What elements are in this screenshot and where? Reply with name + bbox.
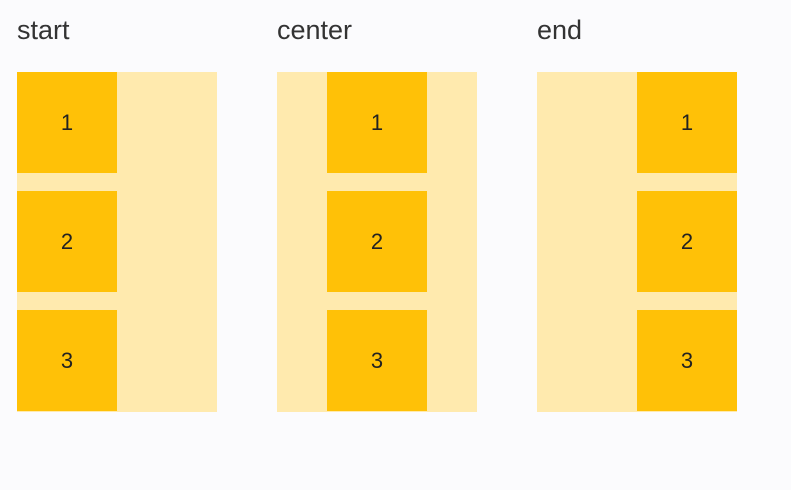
flex-item-label: 1: [370, 109, 384, 135]
column-label-end: end: [537, 15, 583, 45]
flex-item: 1: [17, 72, 117, 173]
flex-item: 2: [327, 191, 427, 292]
flex-item: 2: [637, 191, 737, 292]
flex-container-center: 1 2 3: [277, 72, 477, 412]
flex-item: 2: [17, 191, 117, 292]
flex-item-label: 3: [680, 347, 694, 373]
flex-item: 3: [327, 310, 427, 411]
flex-item: 1: [637, 72, 737, 173]
flex-item-label: 3: [370, 347, 384, 373]
flex-item-label: 1: [60, 109, 74, 135]
flex-item-label: 2: [370, 228, 384, 254]
flex-item-label: 3: [60, 347, 74, 373]
flex-item: 3: [17, 310, 117, 411]
flex-item-label: 2: [680, 228, 694, 254]
column-label-center: center: [277, 15, 353, 45]
flex-item: 3: [637, 310, 737, 411]
flex-item-label: 1: [680, 109, 694, 135]
column-label-start: start: [17, 15, 70, 45]
flex-container-start: 1 2 3: [17, 72, 217, 412]
flex-item-label: 2: [60, 228, 74, 254]
flex-item: 1: [327, 72, 427, 173]
flex-container-end: 1 2 3: [537, 72, 737, 412]
